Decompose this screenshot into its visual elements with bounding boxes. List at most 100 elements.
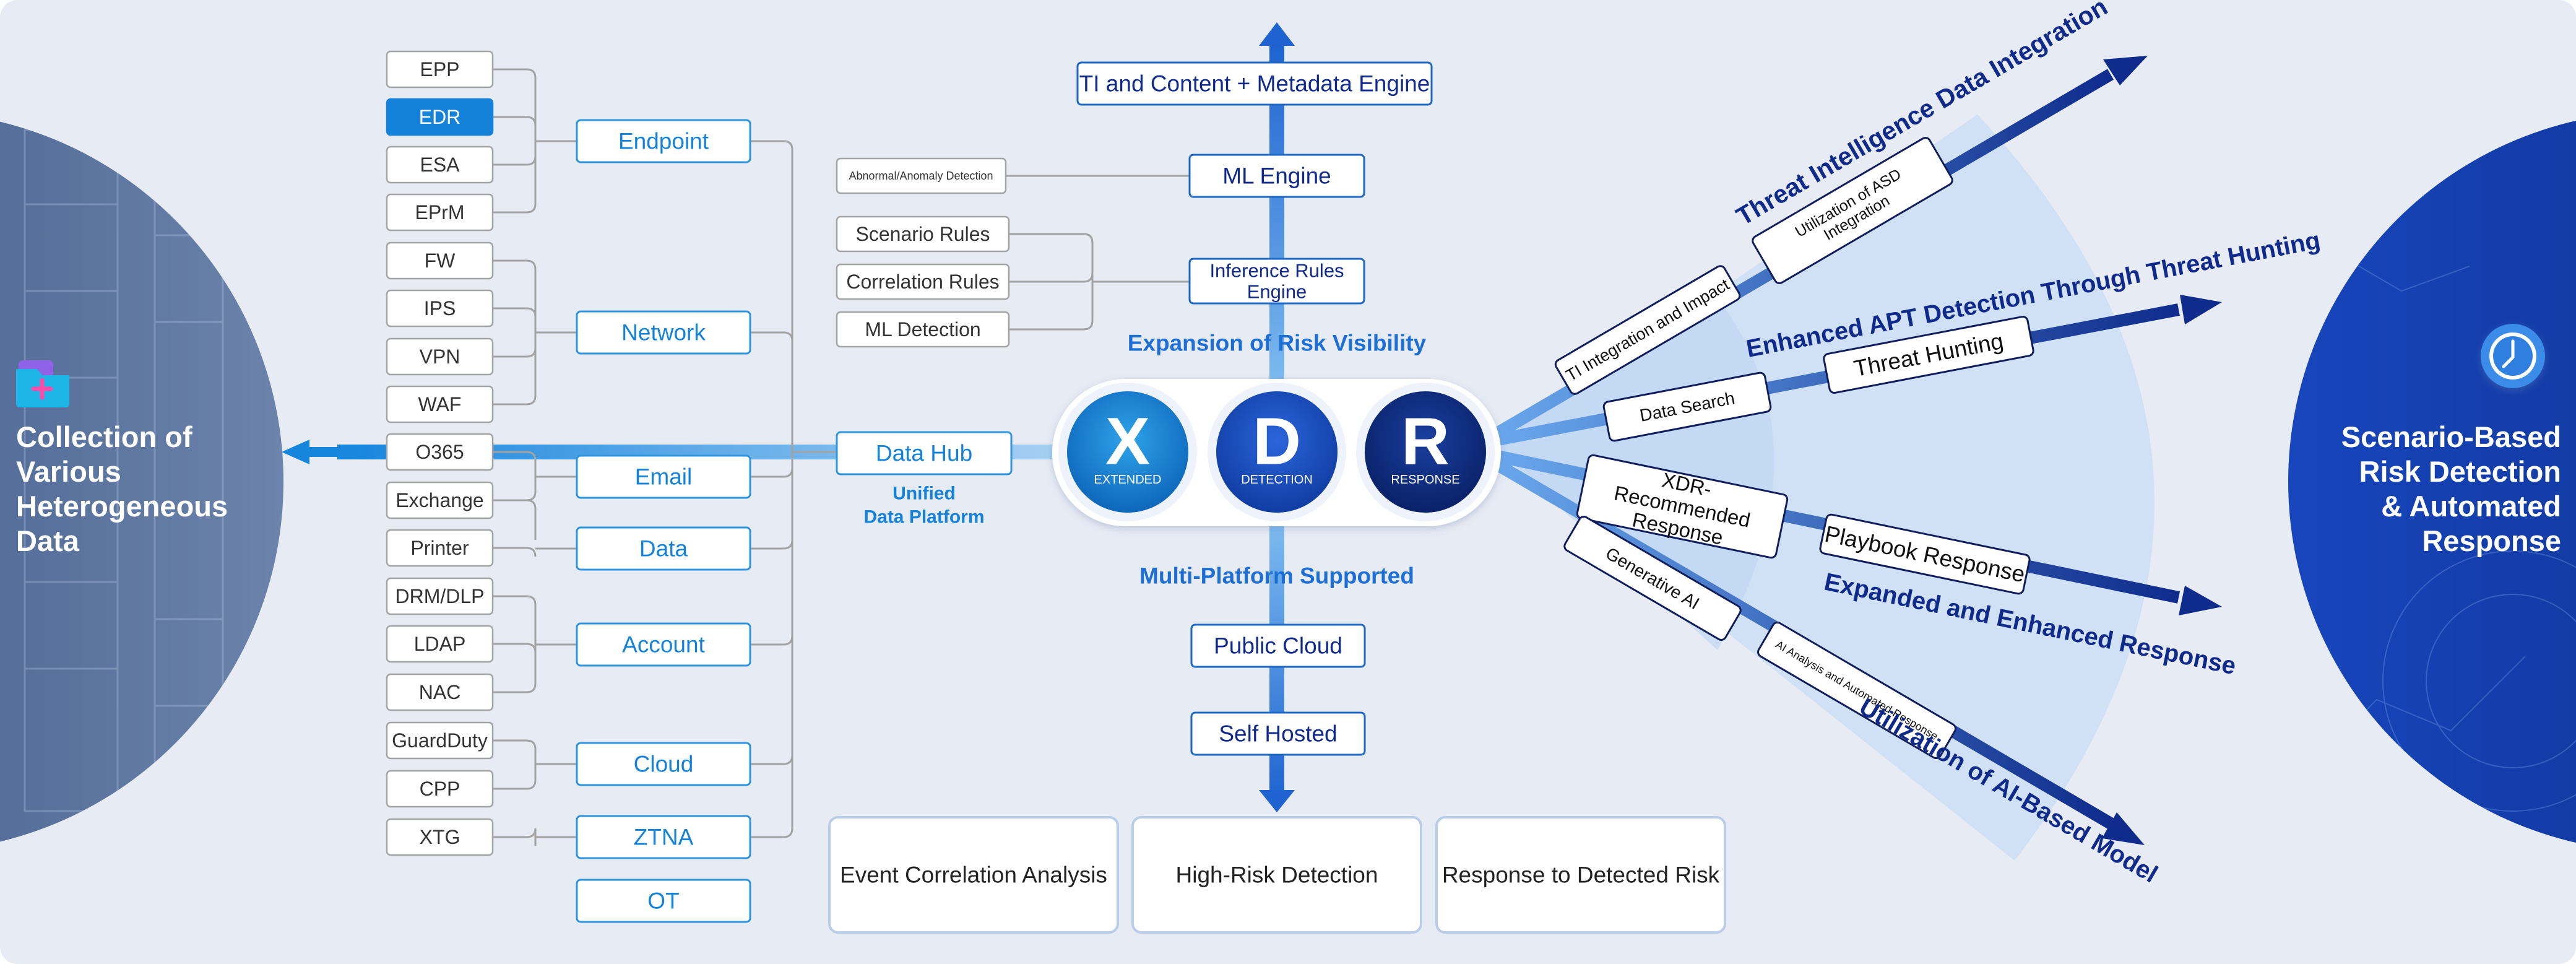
data-hub-box bbox=[836, 431, 1013, 475]
function-label-response-to-detected-risk: Response to Detected Risk bbox=[1442, 862, 1720, 888]
threat-hunting-branch-box bbox=[1823, 316, 2034, 394]
source-box-printer bbox=[386, 529, 494, 567]
title-line: & Automated bbox=[2381, 490, 2561, 523]
source-label-drm-dlp: DRM/DLP bbox=[395, 585, 484, 607]
deployment-box-public-cloud bbox=[1190, 623, 1366, 668]
ai-analysis-branch-box bbox=[1757, 621, 1956, 760]
source-box-cpp bbox=[386, 770, 494, 808]
source-box-esa bbox=[386, 145, 494, 184]
anomaly-detection-label: Abnormal/Anomaly Detection bbox=[849, 170, 993, 182]
function-box-event-correlation-analysis bbox=[828, 816, 1119, 934]
category-label-account: Account bbox=[622, 632, 705, 658]
source-label-nac: NAC bbox=[419, 681, 461, 703]
source-box-eprm bbox=[386, 193, 494, 232]
inference-engine-box bbox=[1188, 258, 1365, 305]
source-box-guardduty bbox=[386, 721, 494, 760]
xdr-node-extended bbox=[1067, 391, 1188, 513]
source-box-drm-dlp bbox=[386, 577, 494, 615]
source-label-edr: EDR bbox=[419, 106, 461, 128]
source-label-guardduty: GuardDuty bbox=[392, 729, 488, 752]
xdr-letter-d: D bbox=[1253, 404, 1301, 479]
source-categories: EndpointNetworkEmailDataAccountCloudZTNA… bbox=[576, 119, 751, 923]
function-label-event-correlation-analysis: Event Correlation Analysis bbox=[840, 862, 1107, 888]
source-box-xtg bbox=[386, 818, 494, 856]
source-box-ldap bbox=[386, 625, 494, 663]
title-line: Various bbox=[16, 455, 121, 488]
xdr-letter-r: R bbox=[1401, 404, 1450, 479]
deployment-label-self-hosted: Self Hosted bbox=[1219, 721, 1337, 747]
ti-engine-label: TI and Content + Metadata Engine bbox=[1079, 71, 1430, 97]
xdr-letter-x: X bbox=[1105, 404, 1150, 479]
data-sources: EPPEDRESAEPrMFWIPSVPNWAFO365ExchangePrin… bbox=[386, 50, 494, 856]
source-label-esa: ESA bbox=[420, 154, 460, 176]
rule-label-scenario-rules: Scenario Rules bbox=[856, 223, 990, 245]
generative-ai-branch: Generative AI bbox=[1563, 515, 1742, 641]
source-box-exchange bbox=[386, 481, 494, 519]
function-label-high-risk-detection: High-Risk Detection bbox=[1176, 862, 1378, 888]
data-hub-label: Data Hub bbox=[876, 441, 972, 466]
source-box-fw bbox=[386, 241, 494, 280]
source-box-epp bbox=[386, 50, 494, 89]
data-search-branch: Data Search bbox=[1602, 371, 1772, 442]
source-label-ips: IPS bbox=[424, 297, 456, 319]
title-line: Data bbox=[16, 524, 80, 557]
source-label-cpp: CPP bbox=[420, 778, 460, 800]
response-fan-region bbox=[1492, 115, 2155, 861]
source-label-exchange: Exchange bbox=[395, 489, 483, 511]
rule-label-correlation-rules: Correlation Rules bbox=[846, 271, 999, 293]
title-line: Collection of bbox=[16, 420, 192, 453]
platforms-caption: Multi-Platform Supported bbox=[1139, 563, 1414, 589]
source-label-xtg: XTG bbox=[420, 826, 460, 848]
platform-functions: Event Correlation Analysis High-Risk Dete… bbox=[828, 816, 1726, 934]
inference-engine-label: Engine bbox=[1247, 281, 1307, 303]
down-arrow-head bbox=[1259, 790, 1295, 812]
ti-integration-branch-box bbox=[1554, 265, 1741, 395]
function-box-high-risk-detection bbox=[1131, 816, 1422, 934]
source-label-waf: WAF bbox=[418, 393, 462, 415]
playbook-response-branch-box bbox=[1819, 513, 2031, 595]
source-box-edr bbox=[386, 98, 494, 136]
category-box-network bbox=[576, 310, 751, 355]
source-label-fw: FW bbox=[425, 250, 456, 272]
category-box-email bbox=[576, 454, 751, 499]
title-line: Response bbox=[2422, 524, 2561, 557]
clock-icon bbox=[2481, 324, 2545, 388]
up-arrow-head bbox=[1259, 22, 1295, 46]
deployment-label-public-cloud: Public Cloud bbox=[1214, 633, 1342, 659]
source-label-eprm: EPrM bbox=[415, 201, 465, 224]
xdr-node-detection bbox=[1216, 391, 1338, 513]
hub-caption: Data Platform bbox=[863, 507, 984, 528]
rule-box-ml-detection bbox=[836, 311, 1010, 348]
rule-box-correlation-rules bbox=[836, 263, 1010, 300]
anomaly-detection-box bbox=[836, 157, 1007, 194]
category-box-data bbox=[576, 526, 751, 571]
source-label-vpn: VPN bbox=[420, 345, 460, 368]
category-box-cloud bbox=[576, 742, 751, 786]
ti-engine-box bbox=[1076, 61, 1433, 106]
asd-integration-branch-box bbox=[1752, 137, 1953, 284]
source-box-nac bbox=[386, 673, 494, 711]
category-label-data: Data bbox=[639, 536, 688, 562]
tree-connectors bbox=[493, 68, 1190, 846]
folder-plus-icon bbox=[16, 360, 69, 407]
xdr-node-response bbox=[1365, 391, 1486, 513]
rule-label-ml-detection: ML Detection bbox=[865, 318, 980, 341]
category-label-cloud: Cloud bbox=[634, 752, 694, 777]
xdr-caption-detection: DETECTION bbox=[1241, 473, 1313, 487]
source-box-vpn bbox=[386, 337, 494, 376]
category-label-network: Network bbox=[621, 320, 706, 345]
source-box-waf bbox=[386, 385, 494, 423]
category-box-account bbox=[576, 622, 751, 667]
source-box-o365 bbox=[386, 433, 494, 471]
function-box-response-to-detected-risk bbox=[1435, 816, 1726, 934]
visibility-caption: Expansion of Risk Visibility bbox=[1128, 331, 1427, 356]
ml-engine-box bbox=[1188, 154, 1365, 198]
title-line: Heterogeneous bbox=[16, 490, 228, 523]
category-box-ot bbox=[576, 879, 751, 923]
category-box-ztna bbox=[576, 815, 751, 859]
